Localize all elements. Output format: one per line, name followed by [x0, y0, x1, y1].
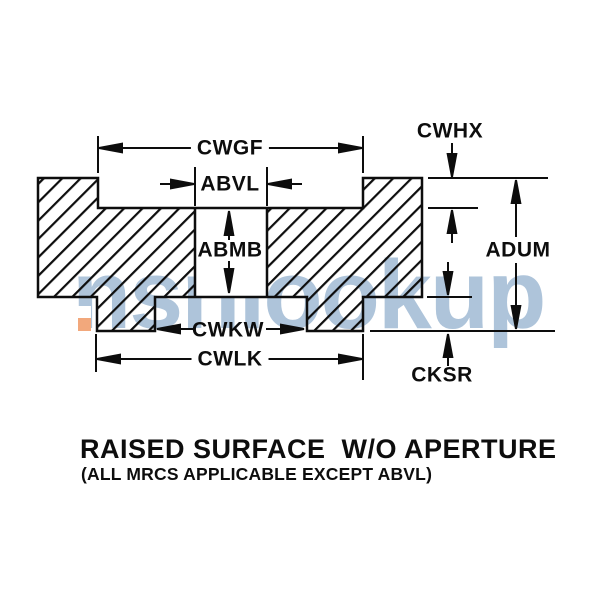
- dim-label-adum: ADUM: [479, 239, 557, 261]
- figure-title: RAISED SURFACE W/O APERTURE: [80, 434, 557, 464]
- watermark-accent-square: [78, 318, 91, 331]
- dimension-lines: [95, 136, 555, 380]
- dim-label-cwlk: CWLK: [191, 348, 269, 370]
- dim-label-cksr: CKSR: [411, 363, 473, 387]
- dim-label-cwhx: CWHX: [416, 119, 484, 143]
- dim-label-abvl: ABVL: [200, 172, 260, 196]
- dim-label-cwkw: CWKW: [192, 318, 264, 342]
- dim-label-cwgf: CWGF: [190, 137, 270, 159]
- flange-cross-section: [36, 176, 424, 333]
- figure-subtitle: (ALL MRCS APPLICABLE EXCEPT ABVL): [81, 464, 433, 484]
- dim-label-abmb: ABMB: [197, 238, 263, 262]
